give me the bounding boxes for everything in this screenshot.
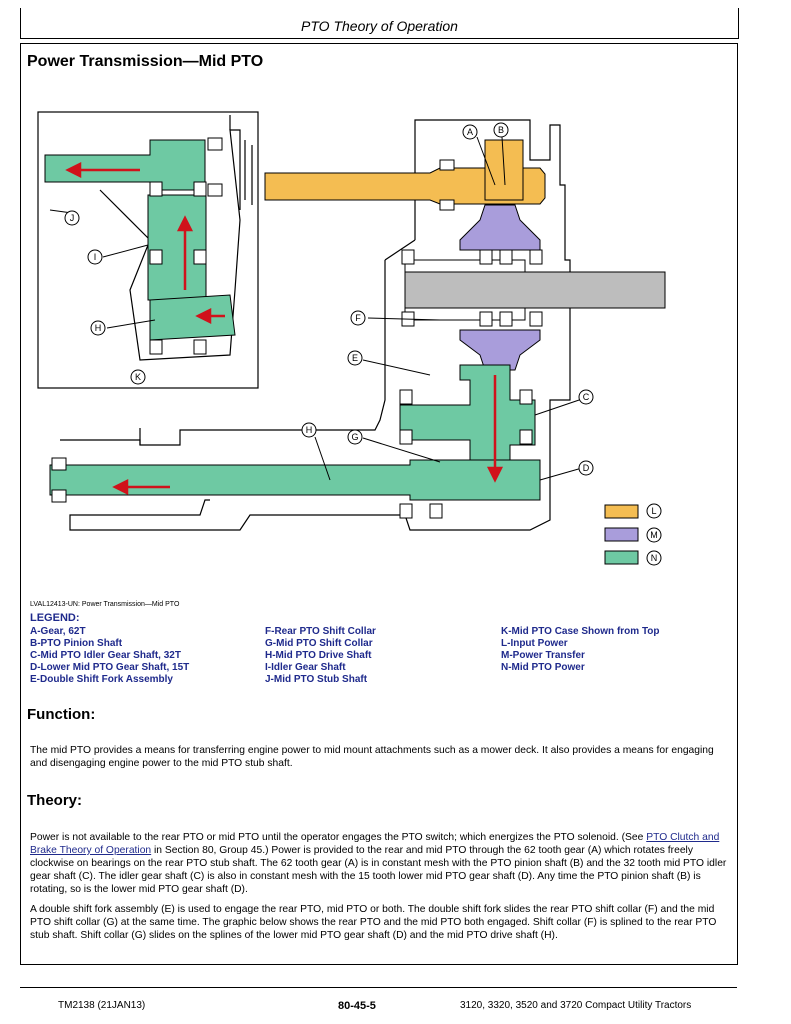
legend-item: N-Mid PTO Power [501, 662, 585, 673]
svg-text:M: M [650, 530, 658, 540]
svg-text:K: K [135, 372, 141, 382]
legend: LEGEND: A-Gear, 62T B-PTO Pinion Shaft C… [30, 612, 730, 692]
legend-item: I-Idler Gear Shaft [265, 662, 346, 673]
legend-item: M-Power Transfer [501, 650, 585, 661]
callout-h-inset: H [90, 320, 106, 336]
inset-frame [37, 111, 259, 389]
legend-item: D-Lower Mid PTO Gear Shaft, 15T [30, 662, 190, 673]
page-header: PTO Theory of Operation [20, 8, 739, 39]
stub-shaft-j [44, 139, 206, 191]
mid-pto-diagram: A B C D E F G H H I J K L M N [37, 111, 666, 566]
gear-a-top [459, 204, 541, 251]
svg-text:I: I [94, 252, 97, 262]
callout-m: M [646, 527, 662, 543]
rear-pto-shaft [404, 271, 666, 309]
footer-page-number: 80-45-5 [338, 1000, 376, 1012]
svg-text:A: A [467, 127, 473, 137]
section-title: Power Transmission—Mid PTO [27, 53, 264, 70]
page-header-title: PTO Theory of Operation [301, 18, 458, 34]
legend-item: F-Rear PTO Shift Collar [265, 626, 376, 637]
theory-paragraph-1: Power is not available to the rear PTO o… [30, 831, 730, 896]
inset-drive-shaft-h [149, 294, 236, 341]
footer-rule [20, 987, 737, 988]
content-frame [20, 43, 738, 965]
callout-g: G [347, 429, 363, 445]
callout-n: N [646, 550, 662, 566]
callout-b: B [493, 122, 509, 138]
svg-text:H: H [95, 323, 102, 333]
legend-item: J-Mid PTO Stub Shaft [265, 674, 368, 685]
swatch-mid-pto-power [604, 550, 639, 565]
legend-item: H-Mid PTO Drive Shaft [265, 650, 372, 661]
callout-d: D [578, 460, 594, 476]
svg-text:B: B [498, 125, 504, 135]
svg-text:H: H [306, 425, 313, 435]
swatch-input-power [604, 504, 639, 519]
svg-text:E: E [352, 353, 358, 363]
footer-doc-id: TM2138 (21JAN13) [58, 1000, 146, 1011]
pto-clutch-brake-link[interactable]: PTO Clutch and Brake Theory of Operation [30, 832, 720, 856]
svg-text:G: G [351, 432, 358, 442]
callout-l: L [646, 503, 662, 519]
callout-i: I [87, 249, 103, 265]
swatch-power-transfer [604, 527, 639, 542]
legend-item: A-Gear, 62T [30, 626, 86, 637]
legend-title: LEGEND: [30, 612, 80, 624]
theory-heading: Theory: [27, 792, 83, 809]
legend-col-3: K-Mid PTO Case Shown from Top L-Input Po… [501, 626, 660, 674]
mid-pto-drive-shaft-h [49, 459, 541, 501]
callout-f: F [350, 310, 366, 326]
svg-text:C: C [583, 392, 590, 402]
legend-item: G-Mid PTO Shift Collar [265, 638, 373, 649]
figure-caption: LVAL12413-UN: Power Transmission—Mid PTO [30, 601, 180, 608]
callout-h-main: H [301, 422, 317, 438]
legend-item: E-Double Shift Fork Assembly [30, 674, 173, 685]
legend-item: K-Mid PTO Case Shown from Top [501, 626, 660, 637]
input-shaft-l [264, 167, 546, 205]
svg-text:J: J [70, 213, 75, 223]
legend-item: L-Input Power [501, 638, 568, 649]
svg-text:F: F [355, 313, 361, 323]
callout-c: C [578, 389, 594, 405]
legend-item: B-PTO Pinion Shaft [30, 638, 123, 649]
callout-j: J [64, 210, 80, 226]
theory-p1-start: Power is not available to the rear PTO o… [30, 832, 647, 843]
footer-models: 3120, 3320, 3520 and 3720 Compact Utilit… [460, 1000, 692, 1011]
function-heading: Function: [27, 706, 96, 723]
function-text: The mid PTO provides a means for transfe… [30, 745, 714, 769]
idler-shaft-i [147, 194, 207, 301]
idler-gear-c [399, 364, 536, 461]
gear-a-bottom [459, 329, 541, 371]
callout-a: A [462, 124, 478, 140]
svg-text:D: D [583, 463, 590, 473]
legend-col-2: F-Rear PTO Shift Collar G-Mid PTO Shift … [265, 626, 376, 686]
theory-paragraph-2: A double shift fork assembly (E) is used… [30, 904, 717, 941]
callout-e: E [347, 350, 363, 366]
svg-text:N: N [651, 553, 658, 563]
legend-item: C-Mid PTO Idler Gear Shaft, 32T [30, 650, 181, 661]
legend-col-1: A-Gear, 62T B-PTO Pinion Shaft C-Mid PTO… [30, 626, 189, 686]
svg-text:L: L [651, 506, 656, 516]
callout-k: K [130, 369, 146, 385]
theory-p1-end: in Section 80, Group 45.) Power is provi… [30, 845, 727, 895]
